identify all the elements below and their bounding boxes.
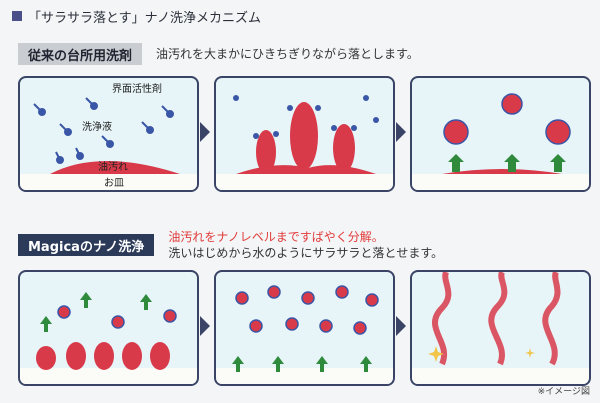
- magica-panel-2-svg: [216, 285, 393, 384]
- magica-panel-2: [214, 270, 395, 386]
- dish-surface: [20, 174, 197, 190]
- arrow-right-icon: [396, 122, 406, 142]
- conventional-panel-1: 界面活性剤 洗浄液 油汚れ お皿: [18, 76, 199, 192]
- surfactant-label: 界面活性剤: [112, 82, 162, 95]
- conventional-panel-3: [410, 76, 591, 192]
- conventional-panel-3-svg: [412, 93, 589, 190]
- arrow-right-icon: [396, 316, 406, 336]
- magica-description: 油汚れをナノレベルまですばやく分解。 洗いはじめから水のようにサラサラと落とせま…: [168, 229, 443, 261]
- magica-panel-3-svg: [412, 272, 589, 384]
- page-title: 「サラサラ落とす」ナノ洗浄メカニズム: [12, 6, 261, 26]
- top-header-row: 従来の台所用洗剤 油汚れを大まかにひきちぎりながら落とします。: [18, 40, 419, 68]
- arrow-right-icon: [200, 316, 210, 336]
- magica-panel-1: [18, 270, 199, 386]
- image-note: ※イメージ図: [537, 387, 590, 397]
- magica-panel-1-svg: [20, 292, 197, 384]
- oil-blob: [50, 161, 180, 174]
- dish-label: お皿: [104, 177, 124, 189]
- oil-label: 油汚れ: [98, 160, 128, 173]
- bottom-header-row: Magicaのナノ洗浄 油汚れをナノレベルまですばやく分解。 洗いはじめから水の…: [18, 226, 443, 264]
- magica-description-red: 油汚れをナノレベルまですばやく分解。: [168, 230, 384, 244]
- conventional-label: 従来の台所用洗剤: [18, 43, 143, 65]
- surfactant-molecules: [33, 97, 174, 164]
- conventional-description: 油汚れを大まかにひきちぎりながら落とします。: [156, 47, 419, 61]
- arrow-right-icon: [200, 122, 210, 142]
- detergent-label: 洗浄液: [82, 120, 112, 133]
- title-text: 「サラサラ落とす」ナノ洗浄メカニズム: [28, 10, 261, 26]
- conventional-panel-2: [214, 76, 395, 192]
- magica-panel-3: [410, 270, 591, 386]
- magica-description-text: 洗いはじめから水のようにサラサラと落とせます。: [168, 246, 444, 260]
- conventional-panel-1-svg: 界面活性剤 洗浄液 油汚れ お皿: [20, 82, 197, 190]
- title-square-icon: [12, 11, 22, 21]
- magica-label: Magicaのナノ洗浄: [18, 234, 155, 256]
- conventional-panel-2-svg: [216, 95, 393, 190]
